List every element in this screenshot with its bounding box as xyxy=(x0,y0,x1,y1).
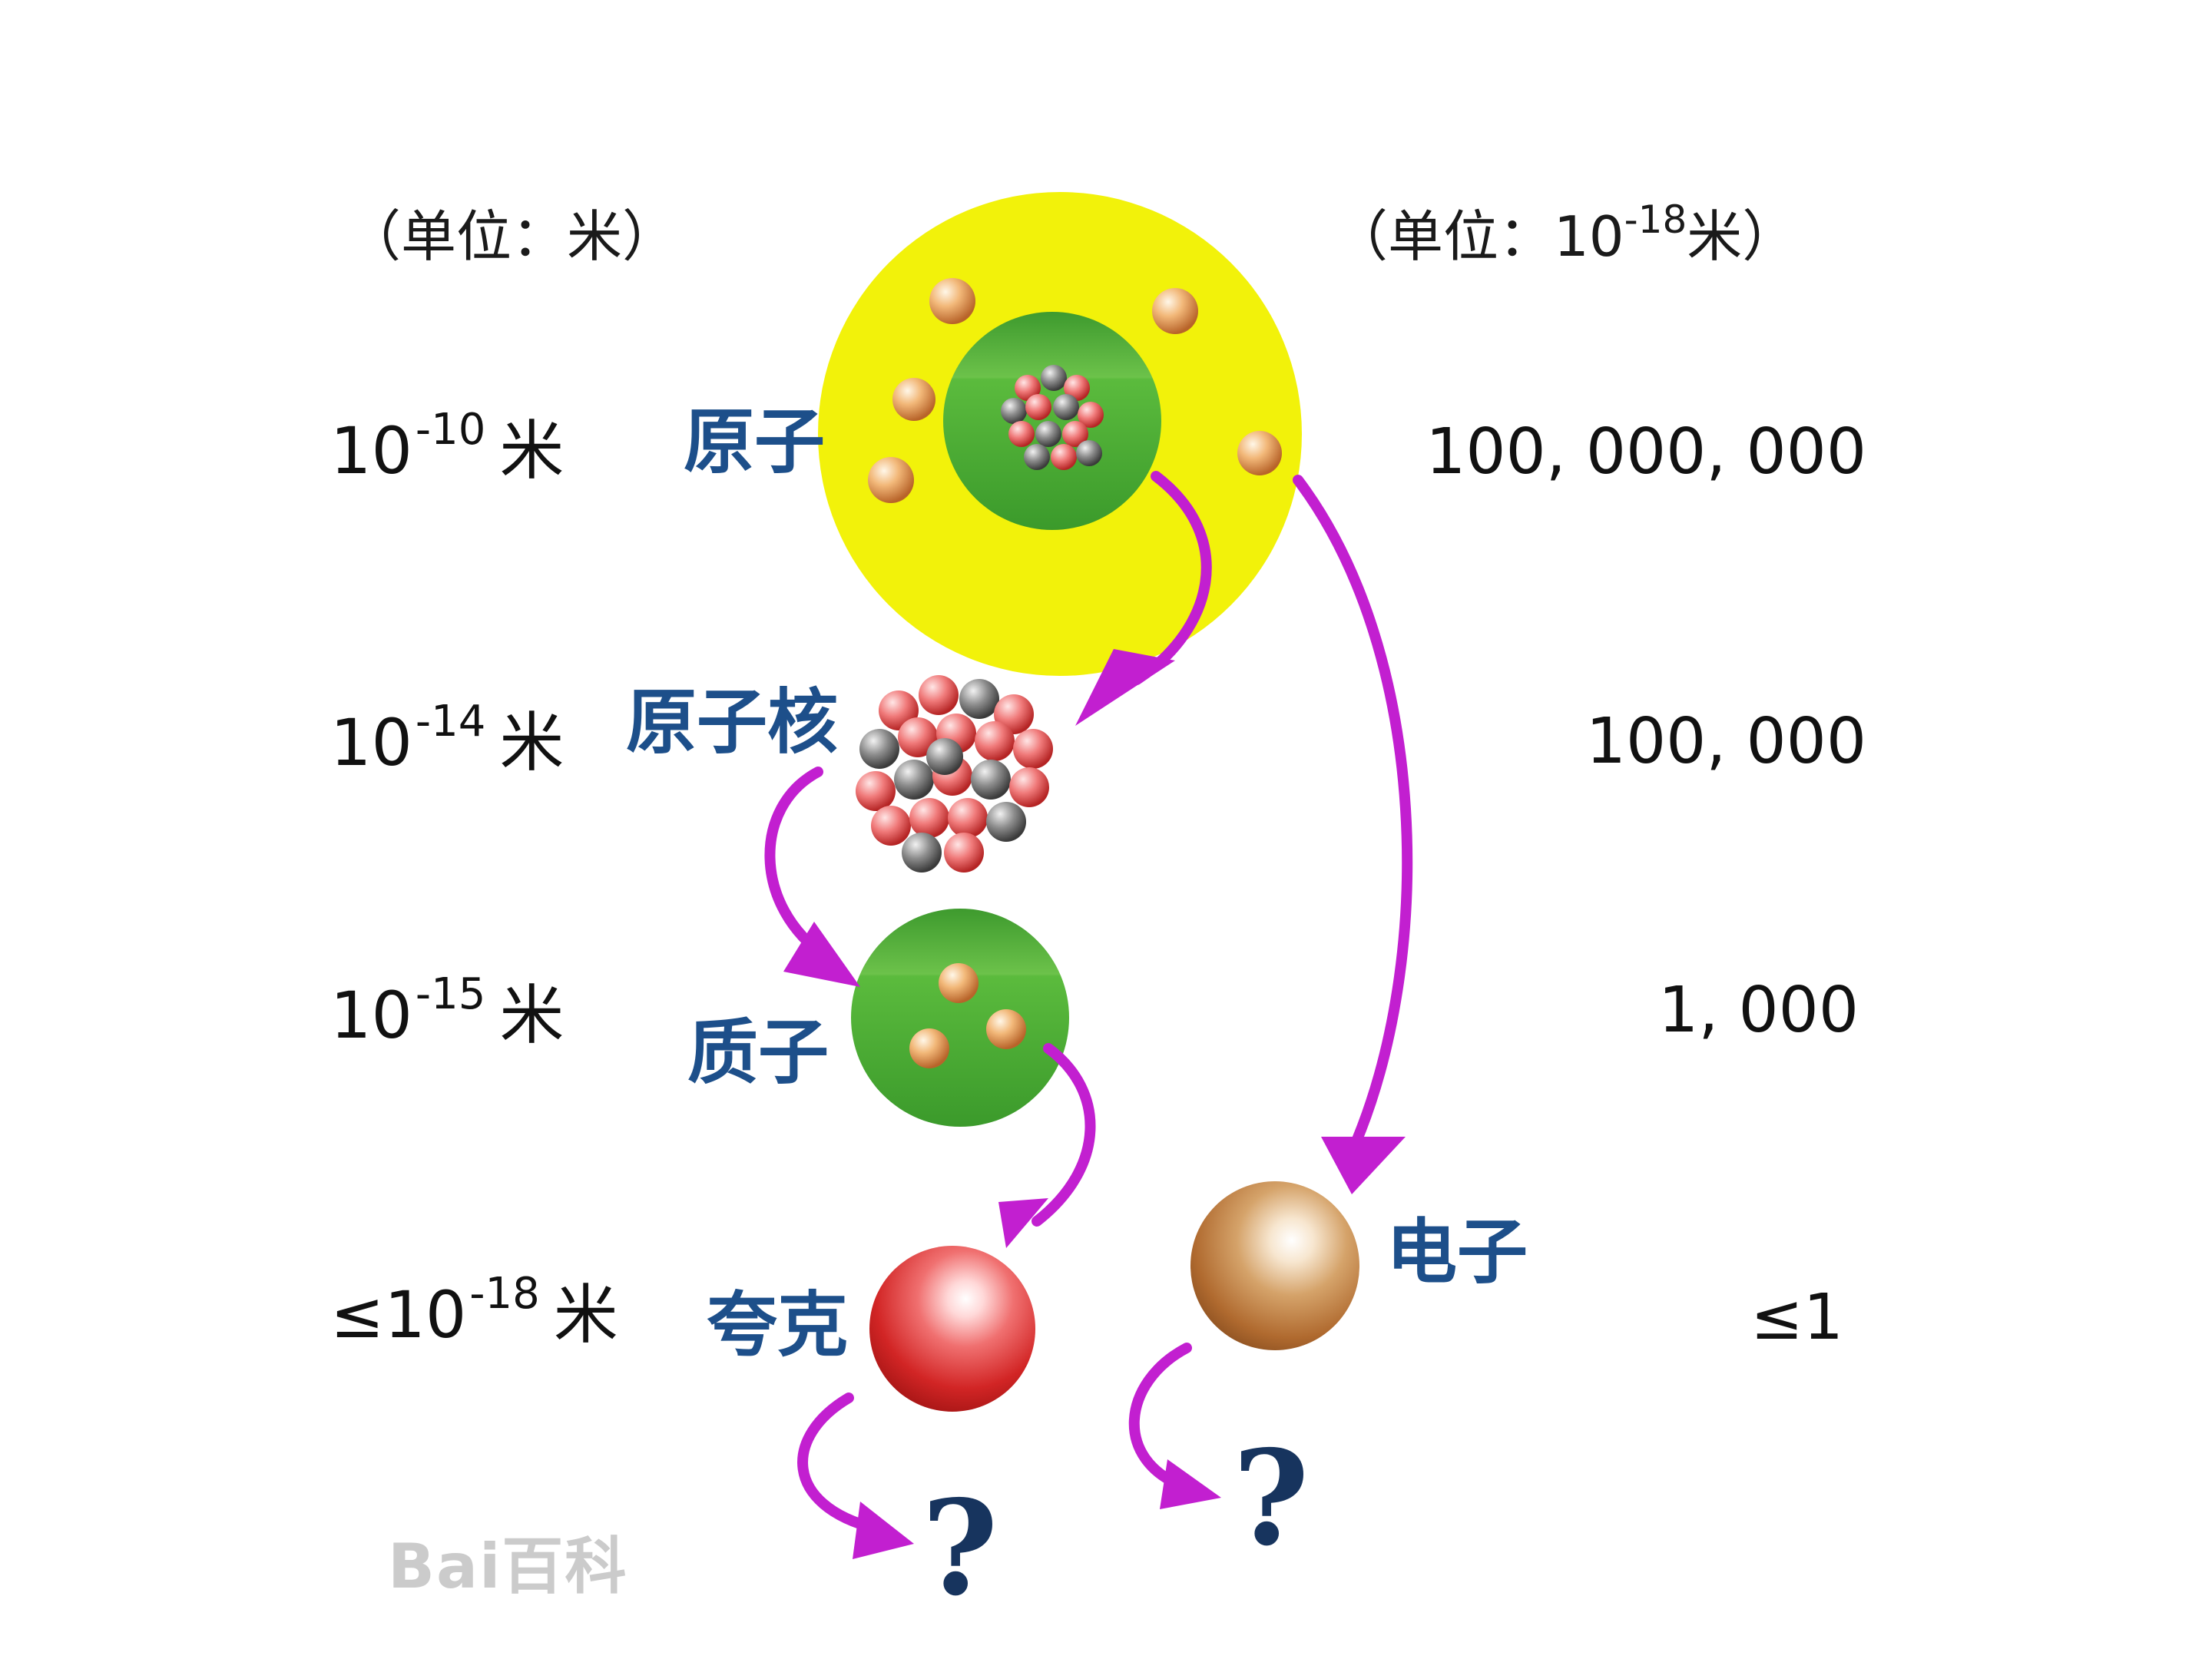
atom-icon xyxy=(818,192,1302,676)
left-unit-header: （单位：米） xyxy=(346,204,678,269)
nucleus-icon xyxy=(856,675,1053,873)
svg-text:?: ? xyxy=(922,1472,998,1625)
electron-icon xyxy=(1190,1181,1359,1350)
arrow-heads xyxy=(783,649,1406,1559)
right-unit-header: （单位：10-18米） xyxy=(1333,197,1798,269)
label-electron: 电子 xyxy=(1386,1211,1528,1293)
arrows xyxy=(764,471,1413,1534)
right-value-nucleus: 100, 000 xyxy=(1585,705,1866,778)
label-proton: 质子 xyxy=(687,1012,830,1094)
label-nucleus: 原子核 xyxy=(626,681,839,763)
right-value-proton: 1, 000 xyxy=(1658,974,1859,1047)
watermark: Bai百科 xyxy=(388,1531,628,1602)
label-atom: 原子 xyxy=(684,401,826,483)
label-quark: 夸克 xyxy=(707,1284,849,1366)
question-icon: ? ? xyxy=(922,1422,1310,1625)
proton-icon xyxy=(851,909,1069,1127)
right-value-atom: 100, 000, 000 xyxy=(1426,416,1866,488)
quark-icon xyxy=(869,1246,1035,1412)
right-value-quark: ≤1 xyxy=(1750,1281,1843,1354)
svg-text:?: ? xyxy=(1233,1422,1310,1575)
